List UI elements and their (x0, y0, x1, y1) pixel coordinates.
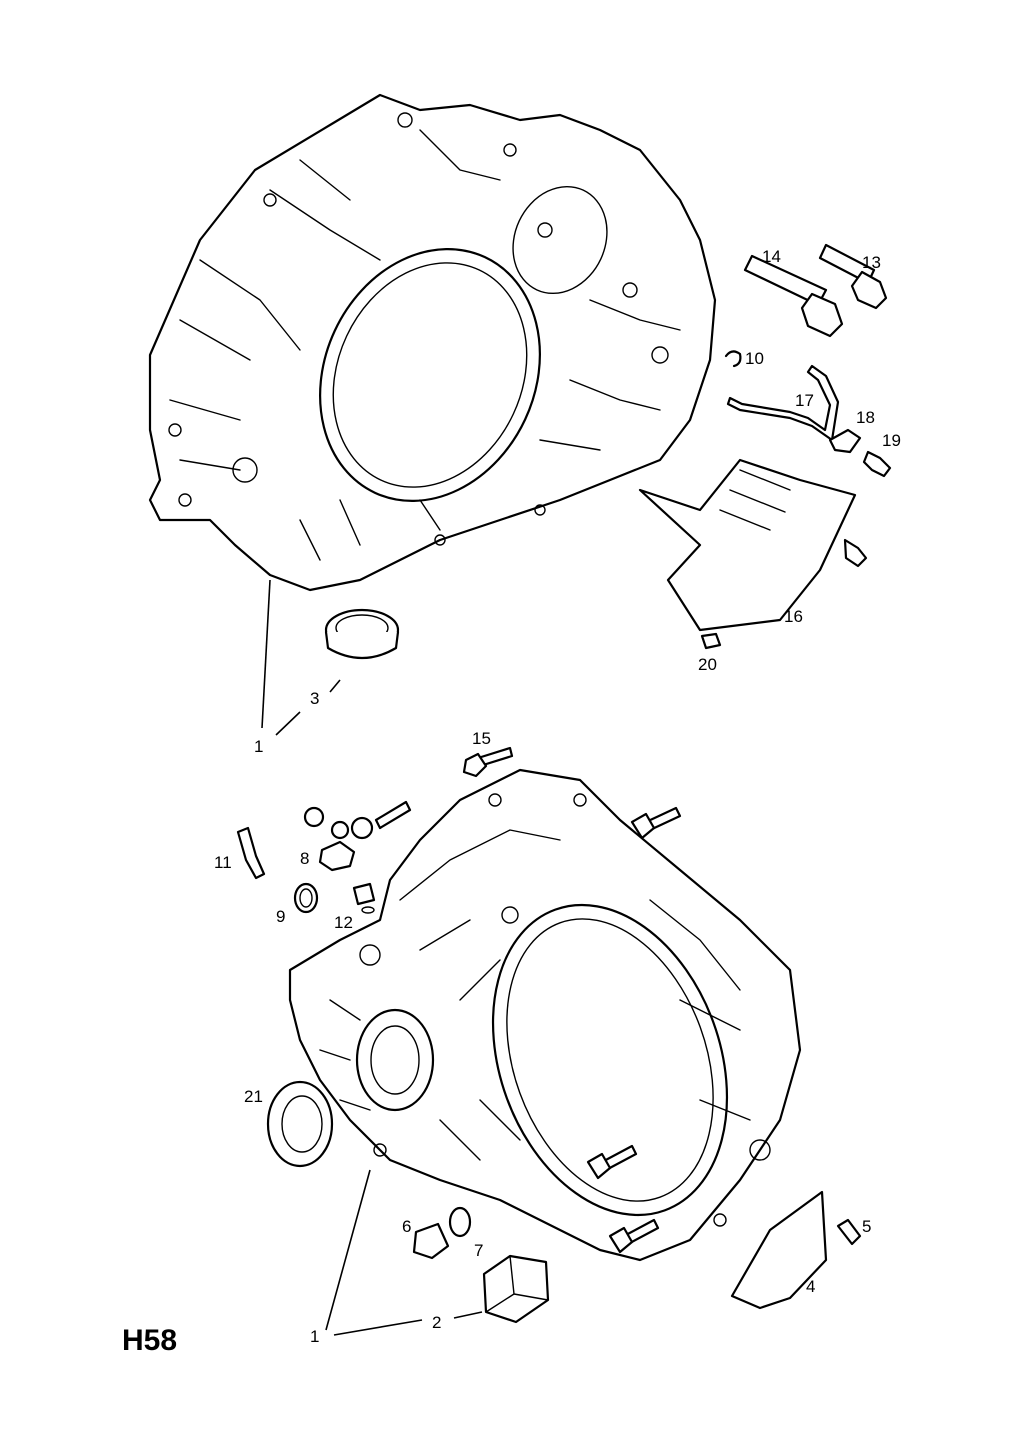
callout-15: 15 (472, 729, 491, 748)
part-19-screw (862, 450, 892, 478)
callout-17: 17 (795, 391, 814, 410)
part-5-screw (836, 1218, 862, 1246)
part-11-breather (236, 826, 266, 880)
callout-3: 3 (310, 689, 319, 708)
housing-bolt-upper-right (630, 806, 682, 840)
part-8-plug (318, 840, 356, 872)
callout-21: 21 (244, 1087, 263, 1106)
part-18-clamp (828, 428, 862, 454)
part-9-o-ring (293, 882, 319, 914)
callout-13: 13 (862, 253, 881, 272)
stud-bolt-with-washers (303, 800, 412, 840)
leader-lines (261, 579, 483, 1336)
part-21-seal (266, 1080, 334, 1168)
callout-9: 9 (276, 907, 285, 926)
part-15-bolt (462, 746, 514, 778)
callout-1-upper: 1 (254, 737, 263, 756)
callout-6: 6 (402, 1217, 411, 1236)
part-4-cover (730, 1190, 828, 1310)
upper-transmission-housing (148, 93, 717, 592)
part-7-washer (448, 1206, 472, 1238)
callout-1-lower: 1 (310, 1327, 319, 1346)
part-13-bolt (818, 243, 888, 310)
housing-bolt-lower-left (608, 1218, 660, 1254)
part-6-plug (412, 1222, 450, 1260)
callout-10: 10 (745, 349, 764, 368)
callout-19: 19 (882, 431, 901, 450)
part-2-mount (482, 1254, 550, 1324)
page-code: H58 (122, 1324, 177, 1357)
housing-bolt-lower-middle (586, 1144, 638, 1180)
callout-11: 11 (214, 853, 232, 872)
callout-8: 8 (300, 849, 309, 868)
callout-2: 2 (432, 1313, 441, 1332)
callout-7: 7 (474, 1241, 483, 1260)
callout-16: 16 (784, 607, 803, 626)
part-12-plug (352, 882, 376, 914)
part-20-nut (700, 632, 722, 650)
part-14-bolt (743, 254, 844, 338)
callout-4: 4 (806, 1277, 815, 1296)
lower-transmission-housing (288, 768, 802, 1262)
part-3-seal (324, 608, 400, 659)
callout-5: 5 (862, 1217, 871, 1236)
callout-12: 12 (334, 913, 353, 932)
callout-14: 14 (762, 247, 781, 266)
part-16-shield (638, 458, 868, 632)
part-10-clip (724, 350, 742, 368)
part-17-pipe (726, 364, 840, 442)
callout-18: 18 (856, 408, 875, 427)
callout-20: 20 (698, 655, 717, 674)
